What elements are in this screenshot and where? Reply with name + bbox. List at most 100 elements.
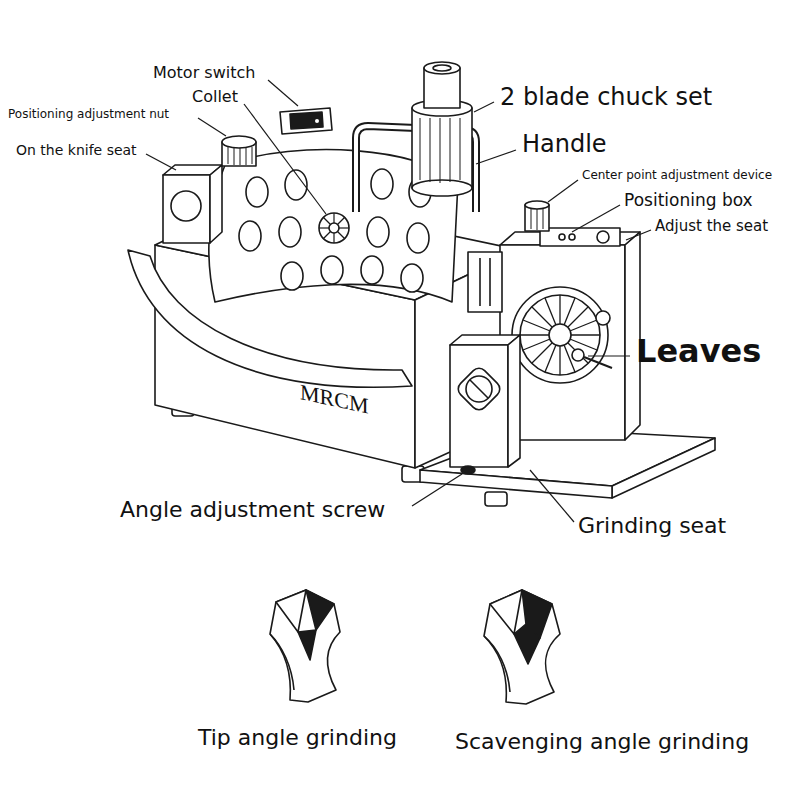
cover-holes	[361, 256, 383, 284]
nut-knurl	[234, 148, 235, 165]
part-label: Grinding seat	[578, 514, 726, 538]
leaves-spokes	[545, 298, 575, 372]
chuck-knurl	[420, 118, 460, 183]
part-label: On the knife seat	[16, 143, 137, 158]
leaves-spokes	[532, 307, 588, 363]
nut-knurl	[246, 148, 247, 165]
part-label: Adjust the seat	[655, 218, 768, 235]
cover-holes	[281, 262, 303, 290]
scavenging-angle-bit	[484, 636, 510, 692]
chuck-base	[412, 180, 472, 196]
positioning-box	[540, 228, 620, 246]
chuck-bore	[433, 65, 451, 71]
leaves-spokes	[520, 295, 600, 375]
housing-front	[155, 245, 415, 468]
scavenging-angle-bit	[484, 590, 560, 704]
chuck-knurl	[430, 118, 431, 182]
foot	[485, 492, 507, 506]
chuck-knurl	[450, 118, 451, 182]
scavenging-angle-bit	[484, 590, 560, 704]
leader-lines	[412, 474, 462, 506]
base-plate-edge	[420, 470, 612, 498]
brand-mark: MRCM	[300, 380, 368, 419]
center-knob-knurl	[531, 209, 532, 229]
tip-angle-bit	[306, 590, 334, 630]
drill-holder	[572, 349, 584, 361]
nut-knurl	[240, 148, 241, 165]
caption-label: Scavenging angle grinding	[455, 730, 749, 754]
cover-holes	[239, 221, 261, 251]
tip-angle-bit	[276, 590, 306, 632]
cover-holes	[401, 264, 423, 292]
knife-seat-side	[210, 165, 222, 243]
collet	[319, 213, 349, 243]
chuck-knurl	[420, 118, 421, 180]
nut-knurl	[228, 147, 252, 165]
center-knob-knurl	[537, 209, 538, 230]
base-plate-edge	[612, 438, 715, 498]
seat-angle-disc	[466, 376, 492, 402]
chuck-knurl	[460, 118, 461, 180]
caption-label: Tip angle grinding	[198, 726, 397, 750]
leaves-knob	[596, 311, 610, 325]
collet-slots	[319, 213, 349, 243]
box-hole	[559, 234, 565, 240]
cover-holes	[321, 256, 343, 284]
cover-holes	[407, 223, 429, 253]
cover-holes	[367, 217, 389, 247]
part-label: Center point adjustment device	[582, 169, 772, 182]
leader-lines	[244, 104, 326, 214]
grinder-machine	[128, 62, 715, 506]
leader-lines	[268, 80, 298, 106]
seat-angle-plate	[455, 365, 503, 413]
leader-lines	[474, 102, 494, 112]
collet-slots	[323, 217, 345, 239]
drill-bit	[584, 357, 612, 368]
cover-holes	[246, 177, 268, 207]
cover-holes	[239, 169, 431, 292]
leader-lines	[530, 470, 574, 522]
leaves-spokes	[523, 320, 597, 350]
box-hole	[569, 234, 575, 240]
box-hole	[597, 231, 609, 243]
part-label: Angle adjustment screw	[120, 498, 385, 522]
seat-angle-mark	[470, 380, 488, 398]
leaves-spokes	[532, 307, 588, 363]
knife-seat	[163, 175, 210, 243]
leaves-wheel	[512, 287, 608, 383]
part-label: Handle	[522, 131, 607, 157]
part-label: Motor switch	[153, 64, 255, 82]
cover-holes	[279, 217, 301, 247]
center-knob-knurl	[543, 209, 544, 229]
leader-lines	[572, 205, 620, 232]
leader-lines	[588, 355, 630, 356]
slot-line	[489, 258, 491, 306]
leaves-spokes	[523, 320, 597, 350]
part-label: Leaves	[636, 334, 761, 369]
center-knob-knurl	[531, 209, 543, 230]
leaves-spokes	[545, 298, 575, 372]
switch-rocker	[290, 112, 323, 129]
motor-switch	[280, 108, 332, 134]
part-label: Positioning adjustment nut	[8, 108, 169, 121]
angle-screw	[461, 466, 475, 474]
knife-seat-hole	[171, 191, 201, 221]
tip-angle-bit	[270, 590, 340, 702]
grinding-seat-side	[508, 335, 520, 467]
part-label: 2 blade chuck set	[500, 84, 712, 110]
leader-lines	[198, 118, 226, 136]
nut-knurl	[228, 147, 229, 164]
leader-lines	[626, 230, 651, 240]
chuck-body	[412, 108, 472, 188]
leader-lines	[146, 154, 176, 170]
leaves-wheel-inner	[520, 295, 600, 375]
scavenging-angle-bit	[490, 590, 522, 634]
tip-angle-bit	[270, 590, 340, 702]
leaves-hub	[549, 324, 571, 346]
nut-knurl	[252, 147, 253, 164]
leader-lines	[146, 80, 651, 522]
collet-slots	[323, 217, 345, 239]
leader-lines	[476, 150, 516, 164]
